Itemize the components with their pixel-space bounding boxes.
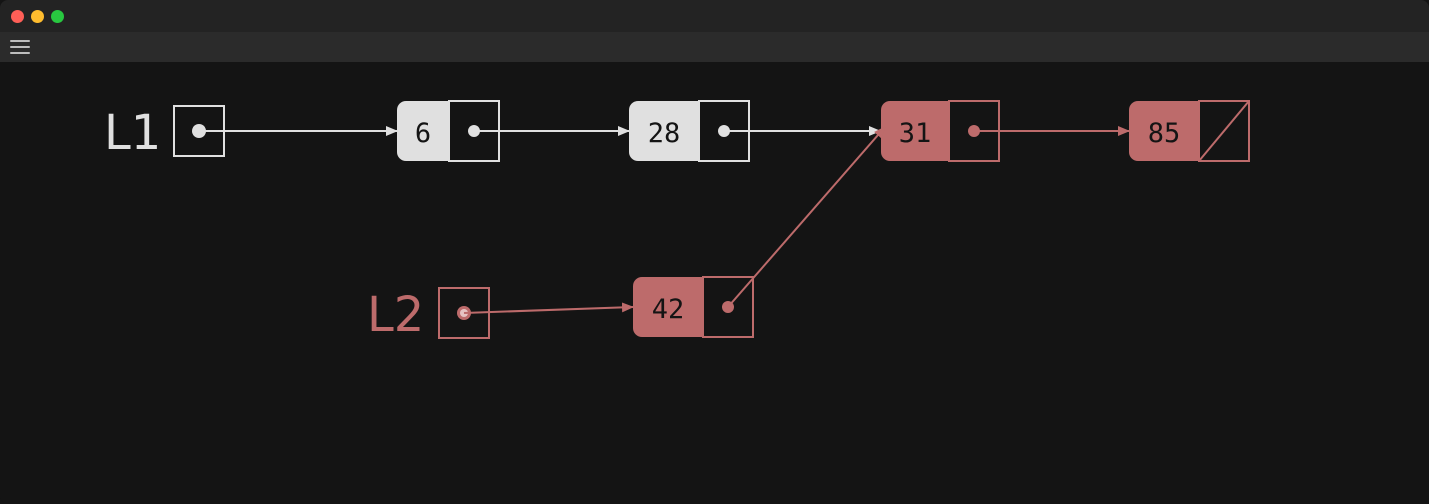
node-85: 85 (1129, 100, 1250, 162)
node-value: 31 (899, 118, 932, 149)
node-value: 6 (415, 118, 431, 149)
toolbar (0, 32, 1429, 62)
title-bar (0, 0, 1429, 32)
node-value: 42 (652, 294, 685, 325)
maximize-window-button[interactable] (51, 10, 64, 23)
node-42: 42 (633, 276, 754, 338)
close-window-button[interactable] (11, 10, 24, 23)
arrow-l2-to-node-42 (463, 302, 634, 314)
hamburger-menu-icon[interactable] (10, 39, 30, 55)
node-value: 85 (1148, 118, 1181, 149)
list-label-l2: L2 (367, 287, 424, 343)
list-label-l1: L1 (104, 105, 161, 161)
node-31: 31 (881, 100, 1000, 162)
arrow-42-to-31 (727, 126, 886, 308)
null-pointer-slash (1198, 100, 1250, 162)
node-value: 28 (648, 118, 681, 149)
minimize-window-button[interactable] (31, 10, 44, 23)
node-28: 28 (629, 100, 750, 162)
